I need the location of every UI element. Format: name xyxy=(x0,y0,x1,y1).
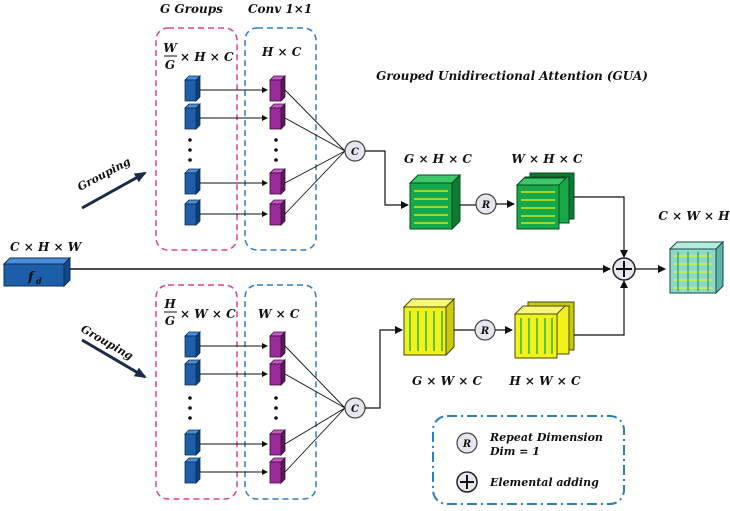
top-repeat-cube-stack xyxy=(515,172,575,230)
legend-repeat-symbol: R xyxy=(462,439,471,450)
legend-box xyxy=(432,415,625,505)
top-conv-dims: H × C xyxy=(261,45,302,59)
bottom-group-block-3 xyxy=(184,429,201,456)
legend-add-text: Elemental adding xyxy=(489,476,599,489)
top-group-block-3 xyxy=(184,168,201,195)
legend-repeat-text-2: Dim = 1 xyxy=(489,445,540,458)
grouping-top-arrow xyxy=(81,171,147,210)
bottom-blocks xyxy=(184,331,346,484)
top-conv-box xyxy=(244,27,317,251)
top-frac-num: W xyxy=(163,41,178,55)
diagram-title: Grouped Unidirectional Attention (GUA) xyxy=(376,69,648,83)
top-group-block-1 xyxy=(184,75,201,102)
g-groups-label: G Groups xyxy=(160,2,223,16)
top-conv-block-4 xyxy=(269,199,286,226)
grouping-bottom-arrow xyxy=(81,338,147,379)
top-group-dims: × H × C xyxy=(180,50,234,64)
bottom-frac-num: H xyxy=(163,297,176,311)
top-concat-dims: G × H × C xyxy=(404,152,472,166)
top-repeat-dims: W × H × C xyxy=(511,152,583,166)
bottom-repeat-cube-stack xyxy=(513,301,575,359)
bottom-concat-dims: G × W × C xyxy=(412,374,483,388)
top-group-box xyxy=(155,27,238,251)
input-dims: C × H × W xyxy=(10,240,83,254)
bottom-conv-block-3 xyxy=(269,429,286,456)
top-concat-symbol: C xyxy=(351,147,359,158)
conv-label: Conv 1×1 xyxy=(248,2,312,16)
top-concat-cube xyxy=(408,173,462,231)
bottom-concat-symbol: C xyxy=(351,404,359,415)
bottom-group-box xyxy=(155,284,238,500)
top-group-block-2 xyxy=(184,103,201,130)
top-conv-block-2 xyxy=(269,103,286,130)
bottom-repeat-dims: H × W × C xyxy=(508,374,581,388)
output-cube xyxy=(668,240,725,295)
top-repeat-symbol: R xyxy=(481,200,490,211)
top-conv-block-1 xyxy=(269,75,286,102)
legend-repeat-text-1: Repeat Dimension xyxy=(489,431,603,444)
top-frac-den: G xyxy=(165,58,175,72)
bottom-group-block-2 xyxy=(184,359,201,386)
bottom-group-dims: × W × C xyxy=(180,307,236,321)
legend-repeat-node xyxy=(456,432,478,454)
bottom-concat-cube xyxy=(402,297,456,357)
top-conv-block-3 xyxy=(269,168,286,195)
input-name: f xyxy=(27,270,36,285)
bottom-repeat-symbol: R xyxy=(480,326,489,337)
top-group-block-4 xyxy=(184,199,201,226)
grouping-top-label: Grouping xyxy=(75,155,133,194)
bottom-conv-dims: W × C xyxy=(258,307,300,321)
bottom-group-block-4 xyxy=(184,457,201,484)
bottom-frac-den: G xyxy=(165,314,175,328)
top-blocks xyxy=(184,75,346,226)
input-sub: d xyxy=(36,276,42,286)
input-feature-block xyxy=(2,256,72,288)
bottom-conv-block-2 xyxy=(269,359,286,386)
bottom-conv-block-1 xyxy=(269,331,286,358)
bottom-conv-block-4 xyxy=(269,457,286,484)
output-dims: C × W × H xyxy=(658,209,730,223)
bottom-group-block-1 xyxy=(184,331,201,358)
